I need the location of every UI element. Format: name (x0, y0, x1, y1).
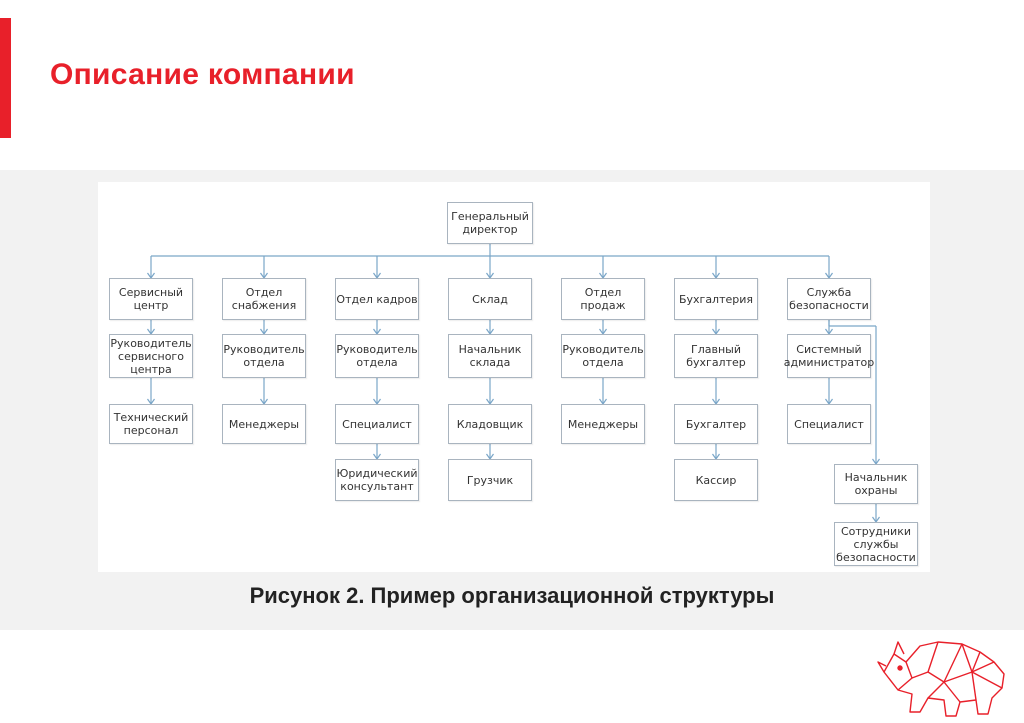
node-sales-head: Руководитель отдела (561, 334, 645, 378)
node-chief-accountant: Главный бухгалтер (674, 334, 758, 378)
node-sales-managers: Менеджеры (561, 404, 645, 444)
node-sales-department: Отдел продаж (561, 278, 645, 320)
node-service-center: Сервисный центр (109, 278, 193, 320)
node-storekeeper: Кладовщик (448, 404, 532, 444)
rhino-logo-icon (877, 641, 1005, 717)
node-warehouse: Склад (448, 278, 532, 320)
title-accent-bar (0, 18, 11, 138)
node-security-service: Служба безопасности (787, 278, 871, 320)
node-hr-specialist: Специалист (335, 404, 419, 444)
node-accountant: Бухгалтер (674, 404, 758, 444)
node-loader: Грузчик (448, 459, 532, 501)
node-hr-head: Руководитель отдела (335, 334, 419, 378)
node-technical-staff: Технический персонал (109, 404, 193, 444)
node-accounting: Бухгалтерия (674, 278, 758, 320)
node-security-specialist: Специалист (787, 404, 871, 444)
node-supply-head: Руководитель отдела (222, 334, 306, 378)
node-cashier: Кассир (674, 459, 758, 501)
node-service-center-head: Руководитель сервисного центра (109, 334, 193, 378)
node-system-admin: Системный администратор (784, 334, 874, 378)
node-legal-consultant: Юридический консультант (335, 459, 419, 501)
node-supply-department: Отдел снабжения (222, 278, 306, 320)
node-supply-managers: Менеджеры (222, 404, 306, 444)
node-security-staff: Сотрудники службы безопасности (834, 522, 918, 566)
node-warehouse-head: Начальник склада (448, 334, 532, 378)
figure-caption: Рисунок 2. Пример организационной структ… (249, 583, 775, 608)
org-chart: Генеральный директор Сервисный центр Рук… (98, 182, 930, 572)
node-security-chief: Начальник охраны (834, 464, 918, 504)
slide-title: Описание компании (50, 58, 355, 91)
node-hr-department: Отдел кадров (335, 278, 419, 320)
node-general-director: Генеральный директор (447, 202, 533, 244)
